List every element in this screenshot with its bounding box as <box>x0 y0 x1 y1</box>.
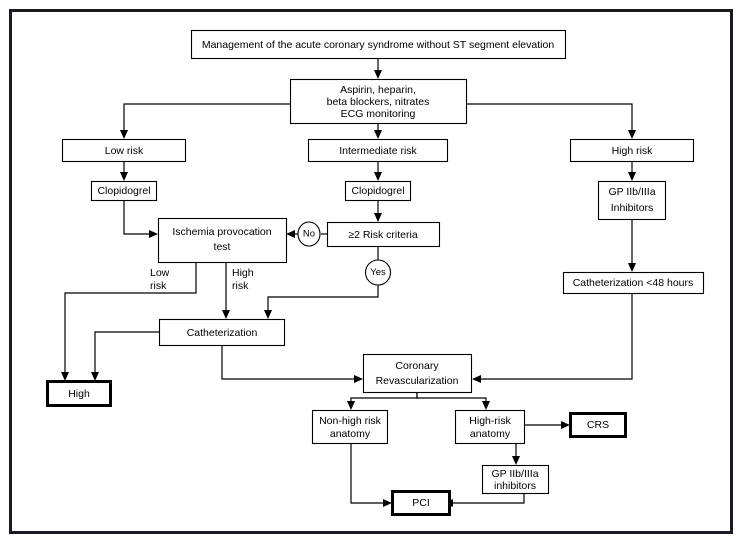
connector-yes-to-catheterization <box>267 285 379 313</box>
node-intermediate-risk-label: Intermediate risk <box>339 145 417 157</box>
node-catheterization-48-label: Catheterization <48 hours <box>573 277 694 289</box>
arrowhead-low-risk-to-clopidogrel <box>120 172 128 181</box>
node-catheterization: Catheterization <box>158 318 286 347</box>
arrowhead-revascularization-to-high-risk-anatomy <box>482 401 490 410</box>
connector-catheterization-to-revascularization <box>221 345 357 380</box>
connector-non-high-risk-to-pci <box>350 443 386 504</box>
edge-label-high-2: risk <box>232 280 249 292</box>
node-high-risk-anatomy: High-risk anatomy <box>454 409 526 445</box>
arrowhead-revascularization-to-non-high-risk <box>347 401 355 410</box>
node-high-risk-anatomy-line1: High-risk <box>469 415 511 427</box>
node-clopidogrel-intermediate: Clopidogrel <box>344 180 412 202</box>
arrowhead-therapy-to-high-risk <box>628 130 636 139</box>
arrowhead-high-risk-anatomy-to-gp-bottom <box>512 456 520 465</box>
node-ischemia-test-line2: test <box>214 241 231 253</box>
connector-clopidogrel-to-ischemia-test <box>123 201 152 235</box>
arrowhead-high-risk-anatomy-to-crs <box>561 421 570 429</box>
node-coronary-revascularization-line1: Coronary <box>395 360 439 372</box>
arrowhead-therapy-to-intermediate-risk <box>374 130 382 139</box>
node-title-box: Management of the acute coronary syndrom… <box>190 29 567 60</box>
connector-catheterization-to-high <box>94 331 160 375</box>
node-gp-inhibitors-bottom: GP IIb/IIIa inhibitors <box>481 464 550 495</box>
node-high-risk-label: High risk <box>612 145 654 157</box>
node-initial-therapy-line3: ECG monitoring <box>341 108 416 120</box>
node-catheterization-48: Catheterization <48 hours <box>562 271 705 295</box>
edge-label-ischemia-low-risk: Low risk <box>150 267 170 292</box>
node-title-box-label: Management of the acute coronary syndrom… <box>202 39 554 51</box>
node-pci: PCI <box>391 490 451 516</box>
node-non-high-risk-anatomy-line1: Non-high risk <box>319 415 382 427</box>
arrowhead-yes-to-catheterization <box>264 310 272 319</box>
arrowhead-intermediate-risk-to-clopidogrel <box>374 172 382 181</box>
node-crs: CRS <box>569 412 627 438</box>
node-clopidogrel-low-label: Clopidogrel <box>97 185 150 197</box>
arrowhead-clopidogrel-to-ischemia-test <box>149 230 158 238</box>
node-risk-criteria-label: ≥2 Risk criteria <box>348 229 418 241</box>
arrowhead-catheterization-to-high <box>91 372 99 381</box>
node-gp-inhibitors-top-line2: Inhibitors <box>611 202 654 214</box>
node-clopidogrel-intermediate-label: Clopidogrel <box>351 185 404 197</box>
node-initial-therapy-line1: Aspirin, heparin, <box>340 84 416 96</box>
node-non-high-risk-anatomy-line2: anatomy <box>330 428 371 440</box>
arrowhead-therapy-to-low-risk <box>120 130 128 139</box>
connector-therapy-to-high-risk <box>466 103 633 133</box>
outer-frame <box>9 9 733 534</box>
node-low-risk: Low risk <box>61 138 187 163</box>
node-gp-inhibitors-top: GP IIb/IIIa Inhibitors <box>597 180 667 221</box>
node-gp-inhibitors-top-line1: GP IIb/IIIa <box>608 186 655 198</box>
node-gp-inhibitors-bottom-line1: GP IIb/IIIa <box>491 468 538 480</box>
arrowhead-ischemia-high-risk-to-catheterization <box>222 310 230 319</box>
node-crs-label: CRS <box>587 419 609 431</box>
node-initial-therapy: Aspirin, heparin, beta blockers, nitrate… <box>289 78 468 125</box>
arrowhead-high-risk-to-gp-inhibitors <box>628 172 636 181</box>
connector-ischemia-low-risk-to-high <box>64 263 197 375</box>
node-no-connector-label: No <box>303 229 315 240</box>
arrowhead-cath48-to-revascularization <box>472 375 481 383</box>
node-pci-label: PCI <box>412 497 430 509</box>
node-high-outcome: High <box>46 380 112 407</box>
node-high-risk-anatomy-line2: anatomy <box>470 428 511 440</box>
connector-therapy-to-low-risk <box>123 103 290 133</box>
arrowhead-non-high-risk-to-pci <box>383 499 392 507</box>
node-intermediate-risk: Intermediate risk <box>307 138 449 163</box>
node-catheterization-label: Catheterization <box>187 327 258 339</box>
node-risk-criteria: ≥2 Risk criteria <box>326 221 441 248</box>
arrowhead-gp-inhibitors-to-cath48 <box>628 263 636 272</box>
node-high-outcome-label: High <box>68 388 90 400</box>
node-no-connector: No <box>297 221 321 247</box>
node-gp-inhibitors-bottom-line2: inhibitors <box>494 480 536 492</box>
node-initial-therapy-line2: beta blockers, nitrates <box>327 96 430 108</box>
arrowhead-clopidogrel-to-risk-criteria <box>374 213 382 222</box>
connector-gp-bottom-to-pci <box>450 493 525 504</box>
node-yes-connector-label: Yes <box>370 267 386 278</box>
node-clopidogrel-low: Clopidogrel <box>90 180 158 202</box>
edge-label-ischemia-high-risk: High risk <box>232 267 254 292</box>
node-low-risk-label: Low risk <box>105 145 144 157</box>
arrowhead-title-to-therapy <box>374 70 382 79</box>
connector-cath48-to-revascularization <box>478 293 633 380</box>
node-non-high-risk-anatomy: Non-high risk anatomy <box>311 409 389 445</box>
connector-revascularization-to-non-high-risk <box>350 392 418 404</box>
node-yes-connector: Yes <box>364 259 392 286</box>
node-coronary-revascularization: Coronary Revascularization <box>362 353 473 394</box>
node-coronary-revascularization-line2: Revascularization <box>376 375 459 387</box>
arrowhead-ischemia-low-risk-to-high <box>61 372 69 381</box>
node-ischemia-test-line1: Ischemia provocation <box>172 226 271 238</box>
node-ischemia-test: Ischemia provocation test <box>157 217 288 264</box>
node-high-risk: High risk <box>569 138 695 163</box>
edge-label-low-2: risk <box>150 280 167 292</box>
arrowhead-no-to-ischemia-test <box>286 230 295 238</box>
connector-revascularization-to-high-risk-anatomy <box>416 392 487 404</box>
edge-label-low-1: Low <box>150 267 170 279</box>
arrowhead-catheterization-to-revascularization <box>354 375 363 383</box>
edge-label-high-1: High <box>232 267 254 279</box>
